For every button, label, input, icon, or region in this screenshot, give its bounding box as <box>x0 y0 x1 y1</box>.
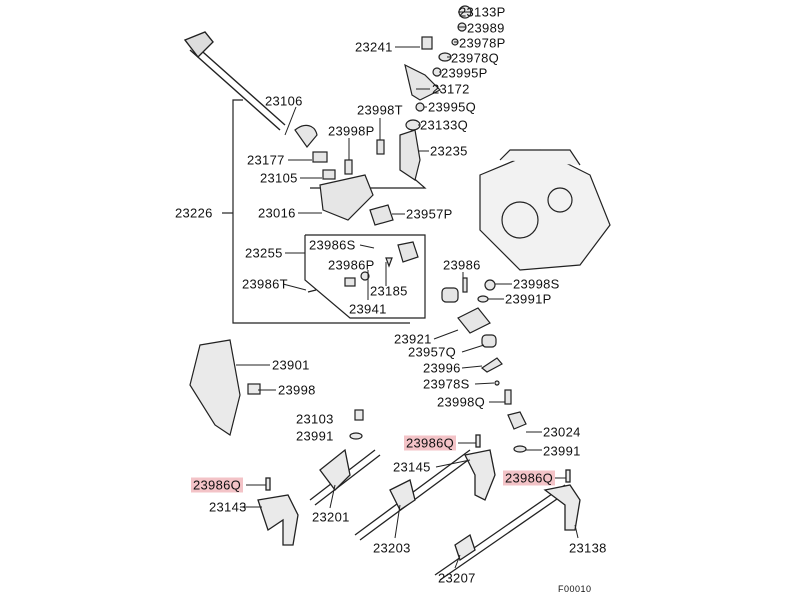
part-label-highlighted[interactable]: 23986Q <box>503 470 556 486</box>
part-label[interactable]: 23991P <box>505 291 552 307</box>
part-label[interactable]: 23145 <box>393 459 431 475</box>
part-label[interactable]: 23957Q <box>408 344 457 360</box>
part-label[interactable]: 23998T <box>357 102 403 118</box>
part-label[interactable]: 23185 <box>370 283 408 299</box>
group-bracket-23226 <box>232 99 410 324</box>
part-label[interactable]: 23989 <box>467 20 505 36</box>
part-label-highlighted[interactable]: 23986Q <box>191 477 244 493</box>
part-label[interactable]: 23996 <box>423 360 461 376</box>
part-label[interactable]: 23255 <box>245 245 283 261</box>
part-label[interactable]: 23105 <box>260 170 298 186</box>
part-label[interactable]: 23978Q <box>451 50 500 66</box>
part-label[interactable]: 23177 <box>247 152 285 168</box>
part-label[interactable]: 23995Q <box>428 99 477 115</box>
part-label[interactable]: 23991 <box>296 428 334 444</box>
part-label[interactable]: 23957P <box>406 206 453 222</box>
part-label[interactable]: 23172 <box>432 81 470 97</box>
part-label[interactable]: 23941 <box>349 301 387 317</box>
part-label[interactable]: 23201 <box>312 509 350 525</box>
part-label[interactable]: 23203 <box>373 540 411 556</box>
figure-code: F00010 <box>558 584 592 594</box>
part-label[interactable]: 23998Q <box>437 394 486 410</box>
part-label[interactable]: 23901 <box>272 357 310 373</box>
part-label[interactable]: 23241 <box>355 39 393 55</box>
parts-top <box>294 5 472 226</box>
part-label[interactable]: 23978S <box>423 376 470 392</box>
parts-middle <box>441 277 527 453</box>
part-label[interactable]: 23921 <box>394 331 432 347</box>
part-label[interactable]: 23106 <box>265 93 303 109</box>
parts-subgroup <box>307 241 419 293</box>
part-label[interactable]: 23986 <box>443 257 481 273</box>
part-label[interactable]: 23986S <box>309 237 356 253</box>
part-label[interactable]: 23998S <box>513 276 560 292</box>
part-label[interactable]: 23986P <box>328 257 375 273</box>
part-label[interactable]: 23133Q <box>420 117 469 133</box>
transmission-case <box>479 149 611 271</box>
part-label[interactable]: 23138 <box>569 540 607 556</box>
part-label-highlighted[interactable]: 23986Q <box>404 435 457 451</box>
part-label[interactable]: 23143 <box>209 499 247 515</box>
part-label[interactable]: 23978P <box>459 35 506 51</box>
part-label[interactable]: 23995P <box>441 65 488 81</box>
part-label[interactable]: 23998 <box>278 382 316 398</box>
shift-lever-rod <box>183 31 286 131</box>
part-label[interactable]: 23133P <box>459 4 506 20</box>
subgroup-frame-23255 <box>304 234 426 319</box>
part-label[interactable]: 23998P <box>328 123 375 139</box>
part-label[interactable]: 23024 <box>543 424 581 440</box>
part-label[interactable]: 23103 <box>296 411 334 427</box>
shift-forks-and-rails <box>257 434 581 581</box>
part-label[interactable]: 23986T <box>242 276 288 292</box>
part-label[interactable]: 23991 <box>543 443 581 459</box>
leader-lines <box>236 11 579 569</box>
part-label[interactable]: 23226 <box>175 205 213 221</box>
part-label[interactable]: 23207 <box>438 570 476 586</box>
shift-bracket-23901 <box>189 339 364 440</box>
part-label[interactable]: 23016 <box>258 205 296 221</box>
part-label[interactable]: 23235 <box>430 143 468 159</box>
